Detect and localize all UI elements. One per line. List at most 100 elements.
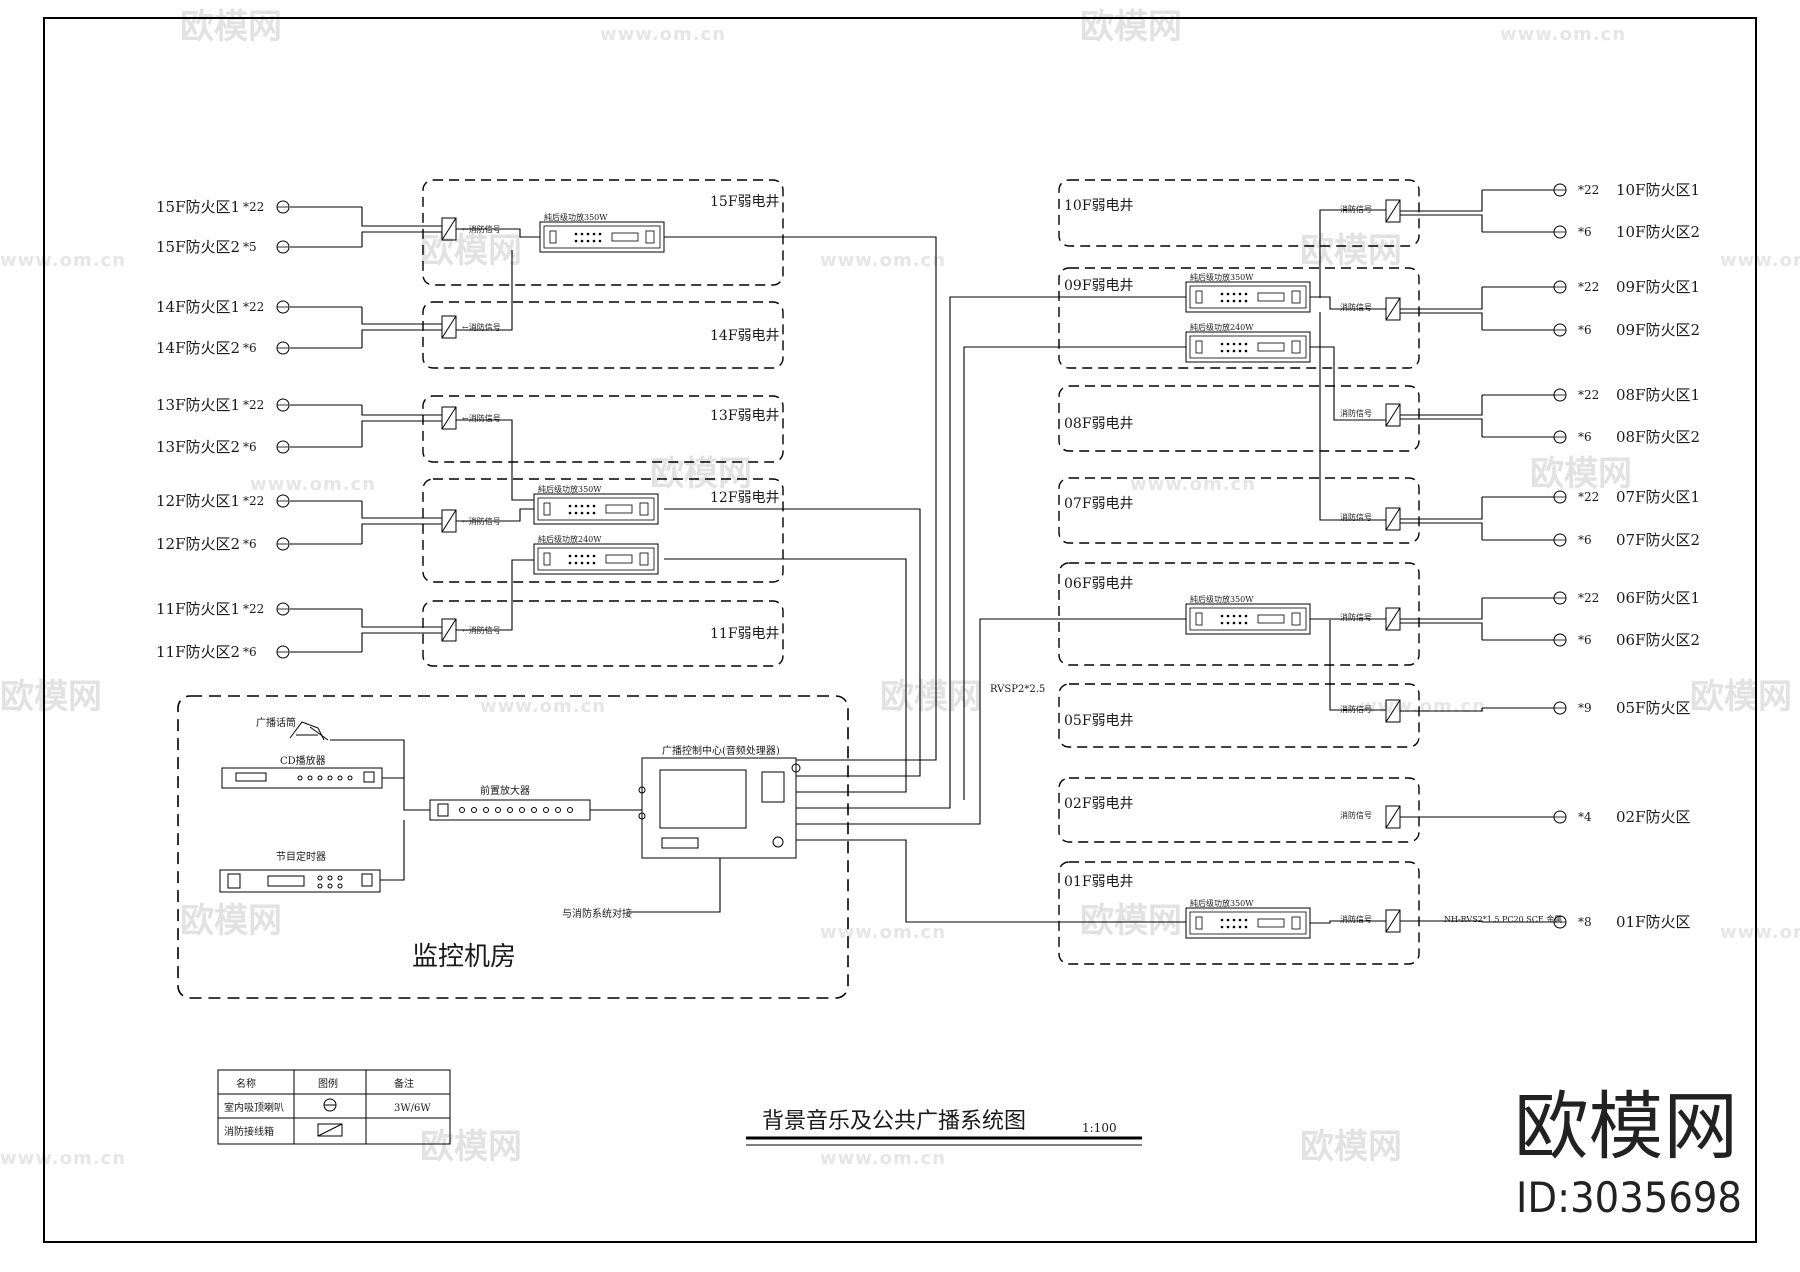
amplifier-led — [1238, 925, 1242, 929]
amplifier-panel — [537, 497, 655, 521]
zone-label: 10F防火区1 — [1616, 181, 1700, 199]
speaker-count: *22 — [243, 398, 264, 412]
watermark-logo: 欧模网 — [1530, 454, 1632, 494]
fire-junction-box — [441, 315, 457, 339]
amplifier-label: 純后级功放350W — [1190, 898, 1254, 908]
drawing-title-block: 背景音乐及公共广播系统图 1:100 — [746, 1109, 1142, 1146]
amplifier-switch — [1195, 290, 1203, 304]
shaft-label: 06F弱电井 — [1064, 576, 1134, 592]
speaker-icon — [276, 240, 290, 254]
speaker-count: *6 — [243, 440, 257, 454]
amplifier-display — [1257, 918, 1285, 928]
speaker-icon — [276, 398, 290, 412]
trunk-cable — [664, 236, 937, 761]
zone-merge-wire — [1400, 497, 1483, 520]
amplifier-switch — [543, 502, 551, 516]
amplifier-led — [1226, 349, 1230, 353]
fire-signal-label: ←消防信号 — [462, 322, 501, 332]
amplifier-led — [1244, 342, 1248, 346]
feeder-wire — [1319, 312, 1386, 521]
amplifier-led — [574, 504, 578, 508]
amplifier-led — [586, 239, 590, 243]
amplifier-led — [1232, 349, 1236, 353]
zone-label: 11F防火区1 — [156, 600, 240, 618]
watermark-url: www.om.cn — [1720, 922, 1800, 943]
speaker-count: *22 — [1578, 490, 1599, 504]
amp-output-wire — [1310, 920, 1386, 924]
amplifier-led — [1226, 621, 1230, 625]
amplifier-led — [1220, 925, 1224, 929]
shaft-label: 11F弱电井 — [710, 626, 780, 642]
trunk-cable-label: RVSP2*2.5 — [990, 684, 1045, 695]
zone-merge-wire — [361, 609, 442, 628]
speaker-count: *22 — [1578, 280, 1599, 294]
amplifier-led — [592, 554, 596, 558]
speaker-count: *6 — [1578, 633, 1592, 647]
speaker-count: *6 — [243, 645, 257, 659]
power-amplifier: 純后级功放350W — [1185, 898, 1311, 939]
watermark-url: www.om.cn — [1360, 696, 1486, 717]
amplifier-knob — [1291, 340, 1301, 354]
zone-merge-wire — [1400, 214, 1483, 232]
amplifier-led — [1220, 918, 1224, 922]
amplifier-led — [580, 232, 584, 236]
amplifier-led — [1232, 299, 1236, 303]
zone-label: 14F防火区2 — [156, 339, 240, 357]
amplifier-led — [580, 504, 584, 508]
speaker-icon — [1553, 430, 1567, 444]
amplifier-display — [605, 554, 633, 564]
amplifier-label: 純后级功放350W — [538, 484, 602, 494]
amplifier-body — [1185, 603, 1311, 635]
fire-junction-box — [1385, 403, 1401, 427]
amplifier-knob — [1291, 916, 1301, 930]
amplifier-panel — [1189, 335, 1307, 359]
amplifier-led — [1232, 925, 1236, 929]
zone-merge-wire — [361, 231, 442, 247]
brand-logo: 欧模网 — [1514, 1084, 1738, 1170]
zone-merge-wire — [361, 420, 442, 447]
floor-group-right-1: 09F弱电井消防信号09F防火区1*2209F防火区2*6純后级功放350W純后… — [1058, 267, 1700, 421]
trunk-wiring — [664, 236, 1186, 923]
amplifier-switch — [1195, 340, 1203, 354]
speaker-count: *4 — [1578, 810, 1592, 824]
power-amplifier: 純后级功放240W — [533, 534, 659, 575]
fire-signal-label: 消防信号 — [1340, 302, 1372, 312]
speaker-icon — [1553, 701, 1567, 715]
feeder-wire — [1319, 209, 1386, 298]
microphone-icon — [289, 721, 329, 741]
amplifier-led — [574, 561, 578, 565]
zone-merge-wire — [1400, 190, 1483, 212]
watermark-layer: 欧模网欧模网欧模网欧模网欧模网欧模网欧模网欧模网欧模网欧模网欧模网欧模网欧模网w… — [0, 7, 1800, 1169]
program-timer — [219, 869, 381, 893]
speaker-icon — [276, 341, 290, 355]
speaker-icon — [276, 200, 290, 214]
watermark-logo: 欧模网 — [420, 1127, 522, 1167]
fire-junction-box — [1385, 199, 1401, 223]
watermark-url: www.om.cn — [1130, 474, 1256, 495]
zone-label: 06F防火区2 — [1616, 631, 1700, 649]
amp-feed-wire — [456, 228, 540, 238]
zone-label: 15F防火区2 — [156, 238, 240, 256]
preamp — [429, 799, 591, 821]
amplifier-led — [1238, 918, 1242, 922]
speaker-icon — [1553, 591, 1567, 605]
watermark-logo: 欧模网 — [420, 231, 522, 271]
amplifier-body — [1185, 331, 1311, 363]
amplifier-switch — [1195, 916, 1203, 930]
amplifier-body — [1185, 907, 1311, 939]
drawing-scale: 1:100 — [1082, 1121, 1117, 1135]
speaker-count: *22 — [243, 494, 264, 508]
trunk-cable — [796, 296, 1186, 809]
fire-box-diagonal — [1385, 199, 1401, 223]
shaft-label: 15F弱电井 — [710, 194, 780, 210]
right-floor-group: 10F弱电井消防信号10F防火区1*2210F防火区2*609F弱电井消防信号0… — [1058, 179, 1700, 965]
shaft-border — [422, 301, 784, 369]
watermark-logo: 欧模网 — [650, 454, 752, 494]
zone-label: 13F防火区2 — [156, 438, 240, 456]
shaft-border — [422, 395, 784, 463]
zone-merge-wire — [361, 523, 442, 544]
legend-header-note: 备注 — [394, 1077, 414, 1090]
